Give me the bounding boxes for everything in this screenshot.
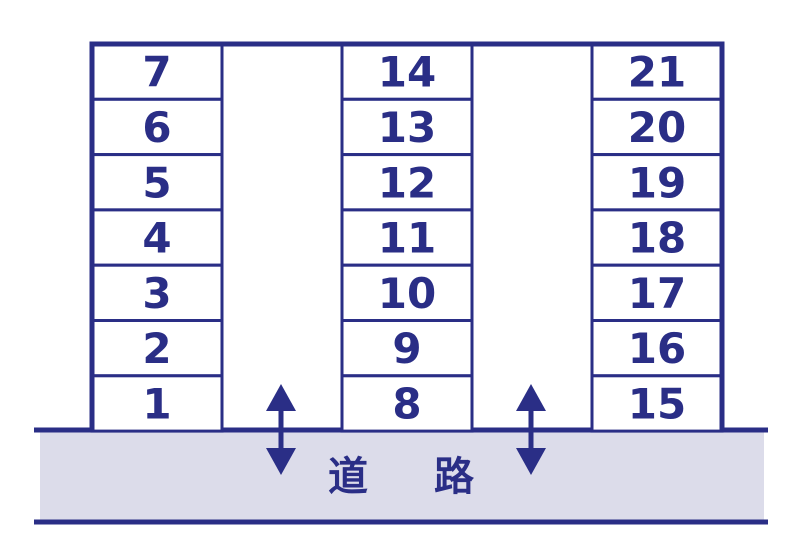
slot-number-6: 6	[142, 103, 171, 152]
slot-number-5: 5	[142, 158, 171, 207]
slot-number-14: 14	[378, 48, 436, 97]
parking-slot-1	[90, 374, 224, 433]
slot-number-2: 2	[142, 324, 171, 373]
slot-number-13: 13	[378, 103, 436, 152]
slot-number-8: 8	[392, 379, 421, 428]
slot-number-20: 20	[628, 103, 686, 152]
slot-number-7: 7	[142, 48, 171, 97]
entry-arrows	[266, 384, 546, 475]
parking-slot-19	[590, 153, 724, 212]
column-left: 7 6 5 4 3 2 1	[90, 42, 224, 433]
column-right: 21 20 19 18 17 16 15	[590, 42, 724, 433]
slot-number-10: 10	[378, 269, 436, 318]
slot-number-9: 9	[392, 324, 421, 373]
parking-slot-9	[340, 319, 474, 378]
slot-number-11: 11	[378, 214, 436, 263]
parking-slot-14	[340, 42, 474, 101]
lot-outline-top	[89, 41, 725, 430]
slot-number-3: 3	[142, 269, 171, 318]
column-middle: 14 13 12 11 10 9 8	[340, 42, 474, 433]
entry-arrow-left-icon	[266, 384, 296, 475]
slot-number-17: 17	[628, 269, 686, 318]
road-label: 道 路	[328, 454, 500, 500]
slot-number-16: 16	[628, 324, 686, 373]
slot-number-4: 4	[142, 214, 171, 263]
road-area	[40, 430, 764, 522]
slot-number-19: 19	[628, 158, 686, 207]
slot-number-18: 18	[628, 214, 686, 263]
parking-slot-12	[340, 153, 474, 212]
parking-slot-10	[340, 263, 474, 323]
entry-arrow-right-icon	[516, 384, 546, 475]
parking-slot-18	[590, 208, 724, 267]
slot-number-1: 1	[142, 379, 171, 428]
slot-number-21: 21	[628, 48, 686, 97]
parking-slot-2	[90, 319, 224, 378]
slot-number-15: 15	[628, 379, 686, 428]
slot-number-12: 12	[378, 158, 436, 207]
parking-slot-8	[340, 374, 474, 433]
parking-slot-5	[90, 153, 224, 212]
